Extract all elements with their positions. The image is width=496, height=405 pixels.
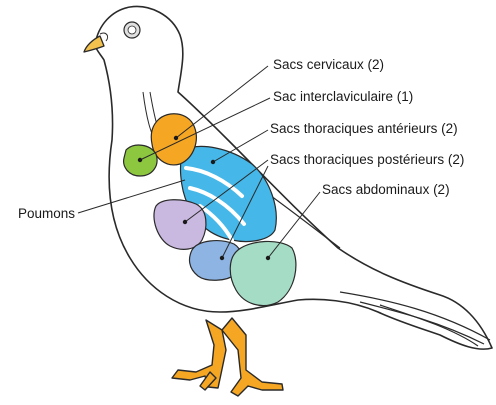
label-interclavicular-sac: Sac interclaviculaire (1): [273, 90, 413, 104]
eye: [124, 22, 140, 38]
cervical-sac: [151, 114, 196, 165]
label-abdominal-sacs: Sacs abdominaux (2): [322, 183, 450, 197]
label-cervical-sacs: Sacs cervicaux (2): [273, 58, 384, 72]
label-lungs: Poumons: [18, 207, 75, 221]
feet: [172, 318, 283, 396]
label-posterior-thoracic-sacs: Sacs thoraciques postérieurs (2): [270, 153, 464, 167]
label-anterior-thoracic-sacs: Sacs thoraciques antérieurs (2): [270, 122, 458, 136]
